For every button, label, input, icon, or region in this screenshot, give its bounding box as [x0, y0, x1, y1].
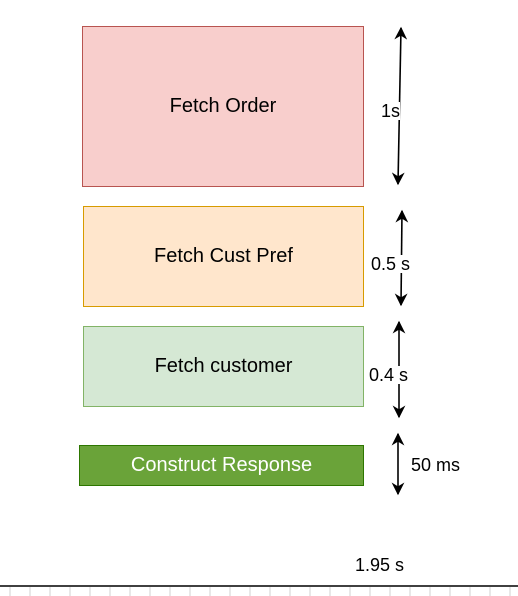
construct-response-box: Construct Response: [79, 445, 364, 486]
timeline-ruler: [0, 585, 518, 596]
construct-response-label: Construct Response: [130, 454, 313, 476]
fetch-order-label: Fetch Order: [169, 95, 277, 117]
fetch-order-box: Fetch Order: [82, 26, 364, 187]
fetch-customer-box: Fetch customer: [83, 326, 364, 407]
fetch-customer-duration: 0.4 s: [369, 365, 409, 385]
fetch-cust-pref-label: Fetch Cust Pref: [154, 245, 293, 267]
total-duration: 1.95 s: [355, 555, 405, 575]
fetch-order-duration: 1s: [381, 101, 401, 121]
fetch-customer-label: Fetch customer: [154, 355, 293, 377]
fetch-cust-pref-duration: 0.5 s: [371, 254, 411, 274]
construct-response-duration: 50 ms: [411, 455, 461, 475]
fetch-cust-pref-box: Fetch Cust Pref: [83, 206, 364, 307]
